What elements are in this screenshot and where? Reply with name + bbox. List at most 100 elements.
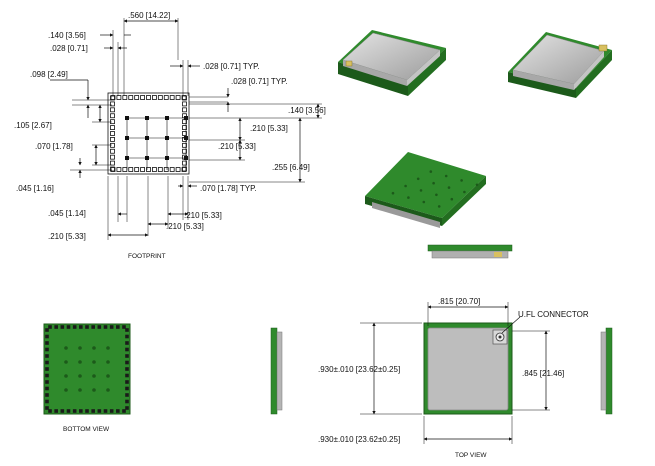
footprint-pad [110, 167, 116, 172]
footprint-pad [146, 167, 151, 172]
footprint-pad [110, 101, 115, 107]
dim-210-b1: .210 [5.33] [184, 211, 222, 220]
footprint-pad [134, 95, 140, 100]
footprint-pad [134, 167, 140, 172]
dim-210-b2: .210 [5.33] [166, 222, 204, 231]
footprint-pad [182, 107, 187, 113]
bottom-view-pad [45, 386, 49, 391]
bottom-view-pad [45, 347, 49, 352]
bottom-view-pad [91, 409, 95, 413]
bottom-view-pad [125, 360, 129, 365]
bottom-view-via [64, 388, 68, 392]
module-side-edge-right [600, 327, 613, 415]
bottom-view-pad [125, 393, 129, 397]
bottom-view-pad [60, 325, 65, 329]
footprint-pad [110, 113, 115, 119]
dim-140-top: .140 [3.56] [48, 31, 86, 40]
bottom-view-pad [45, 393, 49, 397]
footprint-center-pad [125, 136, 129, 140]
bottom-view-pad [54, 325, 58, 329]
module-render-iso-bottom [365, 152, 486, 228]
top-view-height-left: .930±.010 [23.62±0.25] [318, 365, 400, 374]
bottom-view-pad [72, 409, 77, 413]
footprint-center-pad [184, 116, 188, 120]
module-side-edge-left [270, 327, 283, 415]
bottom-view-pad [97, 409, 102, 413]
bottom-view-pad [85, 325, 89, 329]
footprint-pad [163, 95, 169, 100]
bottom-view-pad [125, 373, 129, 378]
bottom-view-title: BOTTOM VIEW [63, 426, 110, 433]
bottom-view-via [106, 388, 110, 392]
bottom-view-pads [45, 325, 129, 413]
footprint-pad [110, 137, 115, 142]
footprint-pad [169, 167, 175, 172]
top-view-title: TOP VIEW [455, 452, 487, 459]
bottom-view-pad [48, 409, 52, 413]
bottom-view-via [106, 360, 110, 364]
bottom-view-pad [97, 325, 102, 329]
footprint-pad [110, 148, 115, 154]
footprint-pad [110, 95, 115, 101]
footprint-pad [157, 95, 163, 100]
bottom-view-pad [109, 325, 114, 329]
dim-070-left: .070 [1.78] [35, 142, 73, 151]
bottom-view-pad [48, 325, 52, 329]
dim-210-r2: .210 [5.33] [218, 142, 256, 151]
footprint-pad [152, 95, 157, 100]
dim-070-typ: .070 [1.78] TYP. [200, 184, 257, 193]
bottom-view-pad [45, 334, 49, 339]
footprint-pad [182, 125, 187, 130]
dim-045-left: .045 [1.16] [16, 184, 54, 193]
footprint-pad [110, 107, 115, 113]
footprint-pad [110, 131, 115, 136]
footprint-pad [146, 95, 151, 100]
bottom-view-via [106, 346, 110, 350]
footprint-center-pad [145, 156, 149, 160]
dim-098: .098 [2.49] [30, 70, 68, 79]
footprint-pad [182, 131, 187, 136]
footprint-pad [140, 95, 145, 100]
footprint-title: FOOTPRINT [128, 253, 166, 260]
footprint-pad [110, 125, 115, 130]
bottom-view-pad [125, 399, 129, 404]
footprint-pad [140, 167, 145, 172]
footprint-pad [122, 95, 128, 100]
footprint-pad [182, 95, 187, 101]
bottom-view-pad [125, 334, 129, 339]
dim-045-bottom: .045 [1.14] [48, 209, 86, 218]
bottom-view-pad [72, 325, 77, 329]
footprint-pad [152, 167, 157, 172]
bottom-view-pad [103, 409, 108, 413]
dim-560: .560 [14.22] [128, 11, 170, 20]
bottom-view-pad [91, 325, 95, 329]
module-render-iso-left [338, 30, 446, 96]
footprint-center-pad [184, 156, 188, 160]
top-view-shield [427, 327, 509, 411]
dim-255: .255 [6.49] [272, 163, 310, 172]
bottom-view-pad [125, 347, 129, 352]
bottom-view-pad [79, 409, 83, 413]
bottom-view-pad [66, 409, 71, 413]
footprint-pads [110, 95, 187, 172]
footprint-drawing: .140 [3.56] .560 [14.22] .028 [0.71] .02… [14, 11, 326, 260]
footprint-pad [163, 167, 169, 172]
dim-140-right: .140 [3.56] [288, 106, 326, 115]
bottom-view-pad [116, 409, 120, 413]
bottom-view-pad [45, 399, 49, 404]
dim-028-typ-a: .028 [0.71] TYP. [203, 62, 260, 71]
footprint-pad [175, 167, 181, 172]
footprint-pad [182, 101, 187, 107]
bottom-view-pad [125, 406, 129, 410]
bottom-view-pad [125, 367, 129, 371]
footprint-pad [116, 95, 122, 100]
footprint-center-pad [125, 116, 129, 120]
footprint-pad [110, 119, 115, 125]
footprint-pad [128, 167, 134, 172]
footprint-pad [175, 95, 181, 100]
footprint-center-pad [145, 136, 149, 140]
dim-028-typ-b: .028 [0.71] TYP. [231, 77, 288, 86]
bottom-view-pad [122, 409, 126, 413]
bottom-view-pad [66, 325, 71, 329]
